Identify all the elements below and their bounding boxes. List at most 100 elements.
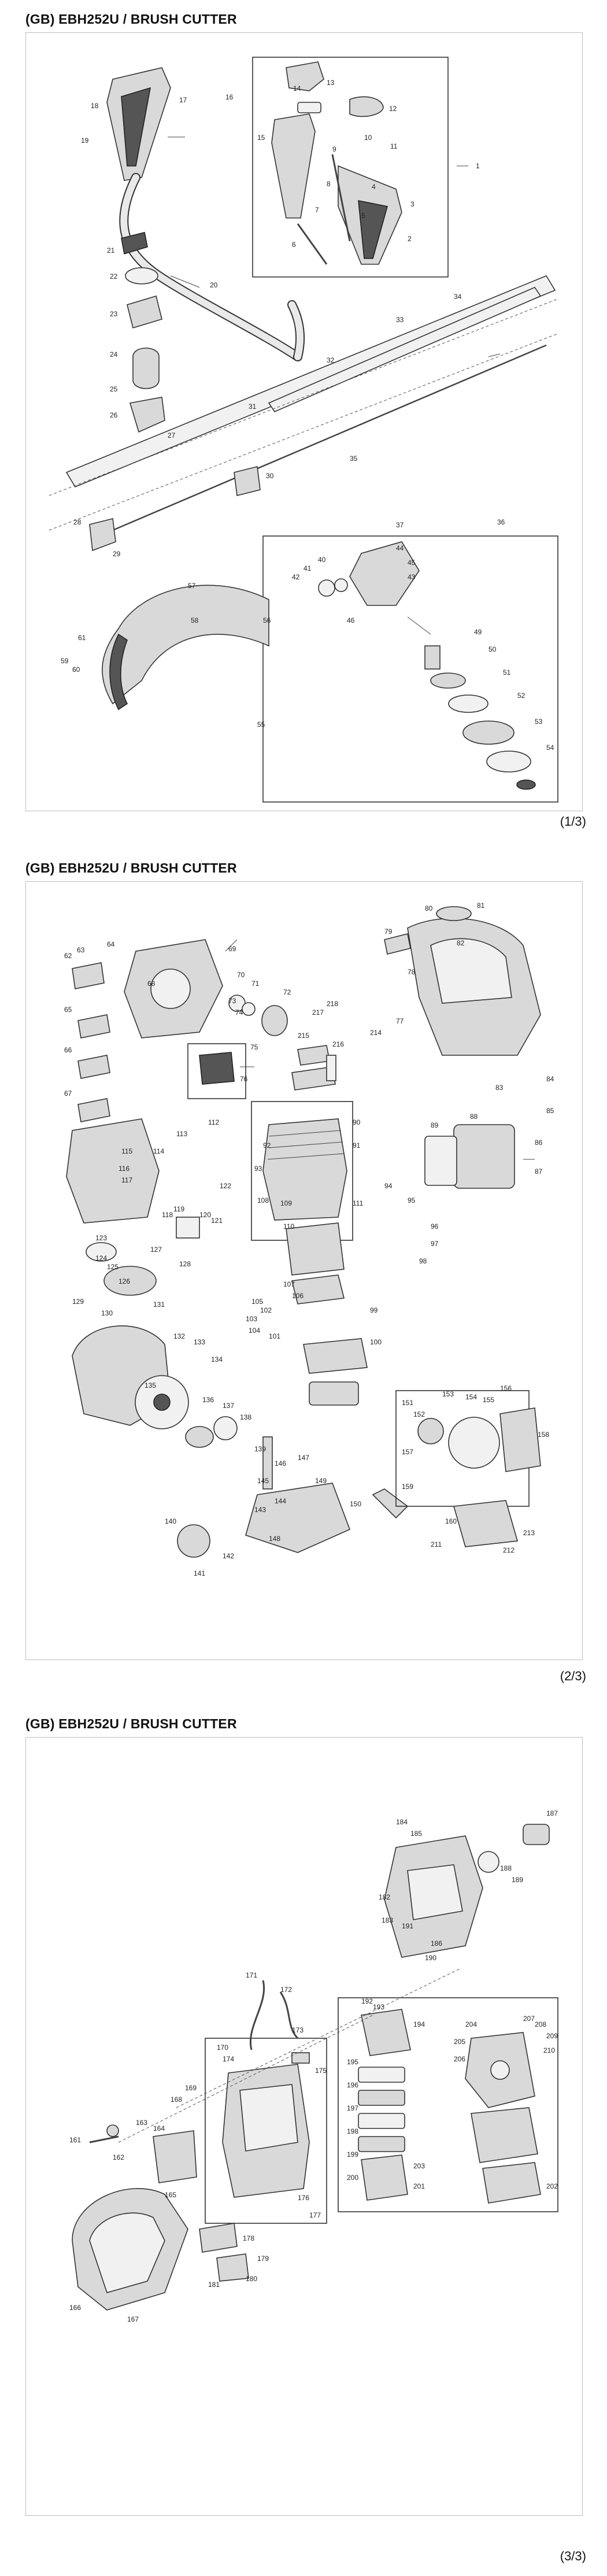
carburetor-box [338, 1997, 558, 2212]
page-3-number: (3/3) [560, 2549, 586, 2563]
callout: 78 [408, 968, 416, 976]
callout: 5 [361, 212, 365, 220]
clamp-lower [129, 397, 165, 433]
clip-lower [77, 1055, 110, 1079]
callout: 184 [396, 1818, 408, 1826]
callout: 34 [454, 293, 462, 301]
page-2-title: (GB) EBH252U / BRUSH CUTTER [25, 860, 237, 875]
callout: 9 [332, 145, 336, 153]
callout: 177 [309, 2211, 321, 2219]
callout: 18 [91, 102, 99, 110]
callout: 138 [240, 1413, 251, 1421]
cylinder-fin-3 [267, 1153, 345, 1160]
callout: 154 [465, 1393, 477, 1401]
cylinder [262, 1118, 347, 1221]
handle-kit-box [252, 57, 449, 278]
page-2-leaders [225, 939, 535, 1160]
callout: 103 [246, 1315, 257, 1323]
callout: 135 [145, 1381, 156, 1389]
callout: 16 [225, 93, 234, 101]
metering-cover [361, 2154, 408, 2201]
callout: 98 [419, 1257, 427, 1265]
lock-nut [516, 779, 536, 790]
cup-washer [486, 751, 531, 773]
callout: 212 [503, 1546, 515, 1554]
callout: 214 [370, 1029, 382, 1037]
callout: 181 [208, 2281, 220, 2289]
callout: 89 [431, 1121, 439, 1129]
insulator [309, 1381, 359, 1406]
callout: 102 [260, 1306, 272, 1314]
callout: 153 [442, 1390, 454, 1398]
callout: 82 [457, 939, 465, 947]
callout: 24 [110, 350, 118, 359]
callout: 27 [168, 431, 176, 439]
callout: 49 [474, 628, 482, 636]
muffler-cover [297, 1045, 330, 1066]
muffler-gasket [291, 1066, 336, 1091]
callout: 65 [64, 1006, 72, 1014]
callout: 180 [246, 2275, 257, 2283]
callout: 211 [431, 1540, 442, 1548]
fuel-hose [249, 1980, 265, 2050]
cover-screw-head [106, 2124, 119, 2137]
drive-shaft [112, 344, 547, 531]
callout: 198 [347, 2127, 358, 2135]
callout: 42 [292, 573, 300, 581]
callout: 128 [179, 1260, 191, 1268]
callout: 66 [64, 1046, 72, 1054]
callout: 55 [257, 720, 265, 729]
callout: 160 [445, 1517, 457, 1525]
cylinder-fin-2 [268, 1141, 343, 1148]
callout: 20 [210, 281, 218, 289]
crankshaft [103, 1266, 157, 1296]
callout: 3 [410, 200, 414, 208]
callout: 182 [379, 1893, 390, 1901]
callout: 101 [269, 1332, 280, 1340]
callout: 157 [402, 1448, 413, 1456]
callout: 2 [408, 235, 412, 243]
callout: 87 [535, 1167, 543, 1176]
callout: 35 [350, 454, 358, 463]
cover-knob [436, 906, 472, 921]
clutch-case-opening [150, 969, 191, 1009]
callout: 152 [413, 1410, 425, 1418]
muffler-box [205, 2038, 327, 2224]
gear-shaft [424, 645, 441, 670]
gear-washer [334, 578, 348, 592]
handle-plate [199, 1052, 235, 1085]
callout: 33 [396, 316, 404, 324]
tank-gasket [372, 1488, 409, 1519]
gear-bearing [318, 579, 335, 597]
pump-diaphragm [358, 2067, 405, 2083]
callout: 52 [517, 692, 525, 700]
page-2-callouts: 62 63 64 65 66 67 68 69 70 71 72 73 74 7… [64, 901, 554, 1577]
callout: 125 [107, 1263, 119, 1271]
callout: 175 [315, 2067, 327, 2075]
cylinder-fin-1 [268, 1130, 342, 1137]
cutter-blade [462, 720, 515, 745]
callout: 178 [243, 2234, 254, 2242]
callout: 172 [280, 1986, 292, 1994]
callout: 140 [165, 1517, 176, 1525]
pipe-clamp [89, 518, 116, 552]
callout: 60 [72, 666, 80, 674]
callout: 83 [495, 1084, 504, 1092]
callout: 7 [315, 206, 319, 214]
callout: 22 [110, 272, 118, 280]
callout: 80 [425, 904, 433, 912]
clip-bottom [77, 1098, 110, 1122]
callout: 189 [512, 1876, 523, 1884]
callout: 56 [263, 616, 271, 624]
clip-upper [72, 962, 105, 989]
callout: 53 [535, 718, 543, 726]
page-1-title: (GB) EBH252U / BRUSH CUTTER [25, 12, 237, 27]
callout: 115 [121, 1147, 132, 1155]
callout: 176 [298, 2194, 309, 2202]
throttle-rod [331, 154, 351, 242]
air-cleaner-cover [453, 1124, 515, 1189]
page-1-callouts: 1 2 3 4 5 6 7 8 9 10 11 12 13 14 15 16 1… [61, 79, 554, 752]
protector-tube [268, 286, 542, 413]
callout: 183 [382, 1916, 393, 1924]
page-1-diagram: 1 2 3 4 5 6 7 8 9 10 11 12 13 14 15 16 1… [25, 32, 583, 811]
